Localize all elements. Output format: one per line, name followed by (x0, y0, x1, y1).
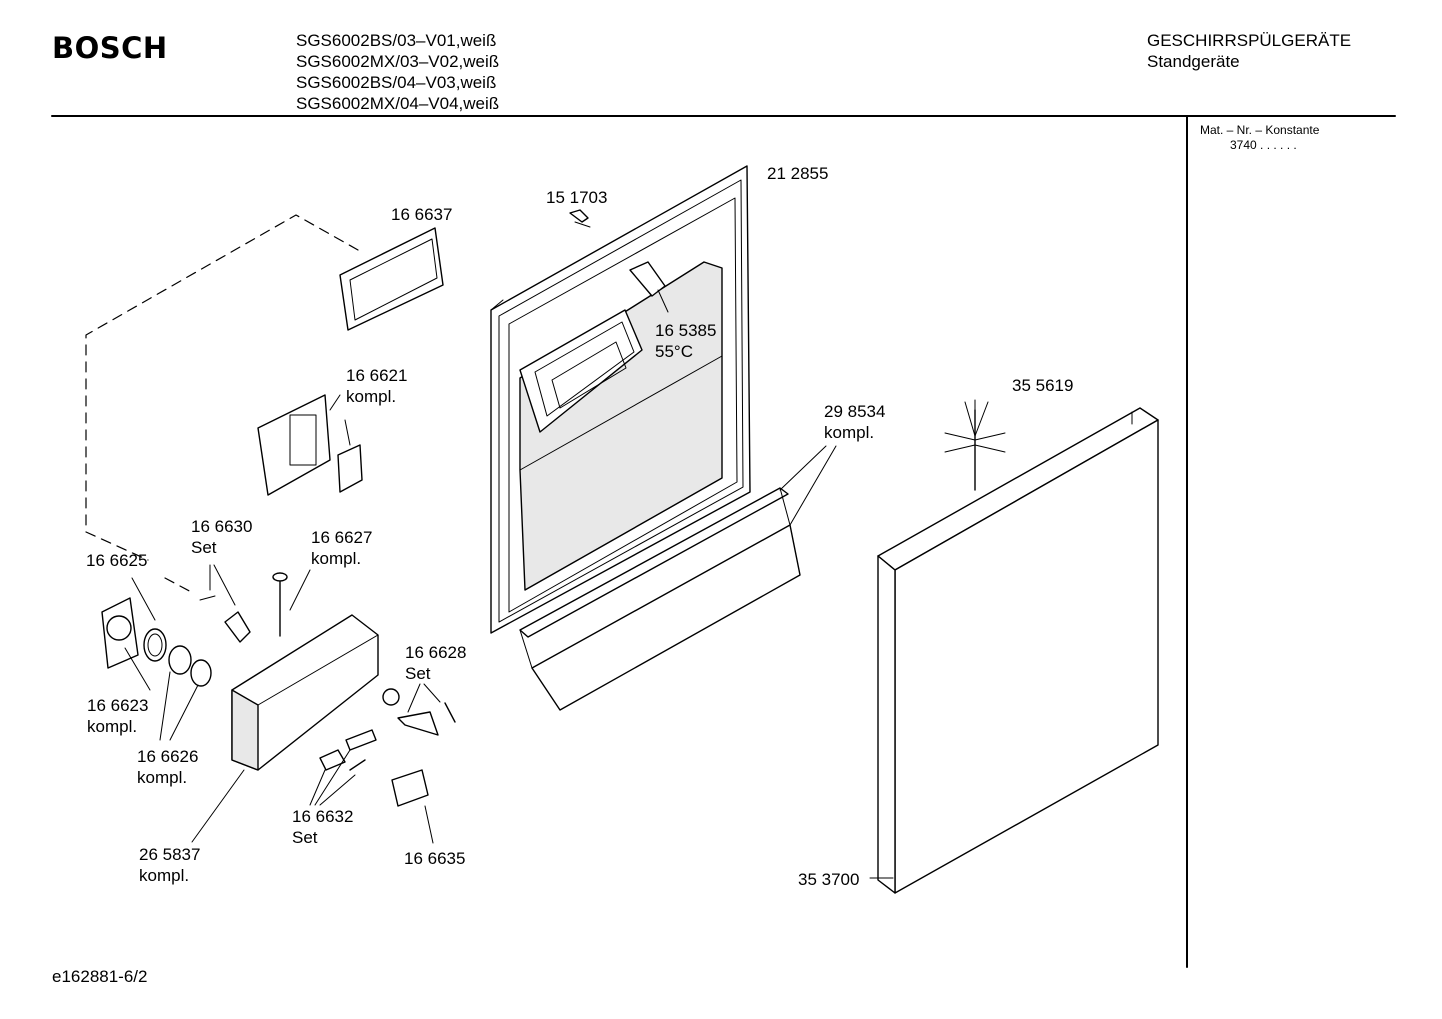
latch-set (319, 729, 377, 771)
model-line: SGS6002BS/04–V03,weiß (296, 73, 497, 92)
assembly-dashed-line-2 (164, 577, 196, 595)
outer-door-panel (877, 407, 1159, 894)
mat-nr-value: 3740 . . . . . . (1230, 138, 1297, 152)
model-line: SGS6002BS/03–V01,weiß (296, 31, 497, 50)
assembly-dashed-line (85, 214, 359, 561)
model-line: SGS6002MX/04–V04,weiß (296, 94, 500, 113)
thermostat-clip (629, 261, 669, 313)
mat-nr-label: Mat. – Nr. – Konstante (1200, 123, 1320, 137)
drawing-id: e162881-6/2 (52, 967, 148, 986)
part-label-151703: 15 1703 (546, 188, 608, 207)
seal-ring (143, 628, 167, 662)
microswitch (391, 769, 429, 807)
screw-151703 (569, 209, 591, 228)
spring-set (199, 595, 251, 643)
part-label-353700: 35 3700 (798, 870, 860, 889)
part-label-166635: 16 6635 (404, 849, 466, 868)
part-label-355619: 35 5619 (1012, 376, 1074, 395)
brand-logo: BOSCH (52, 31, 168, 65)
dispenser-housing (231, 614, 379, 771)
inner-door-panel (490, 165, 751, 634)
cable-harness (944, 399, 1006, 491)
part-label-166637: 16 6637 (391, 205, 453, 224)
rinse-aid-cover (257, 394, 363, 496)
actuator-pin (272, 572, 288, 637)
window-gasket (339, 227, 444, 331)
part-label-212855: 21 2855 (767, 164, 829, 183)
dispenser-cap (101, 597, 139, 669)
model-list: SGS6002BS/03–V01,weiß SGS6002MX/03–V02,w… (296, 30, 499, 114)
door-dispenser-frame (519, 309, 643, 433)
part-label-166625: 16 6625 (86, 551, 148, 570)
lever-set (382, 688, 456, 736)
lid-seal-set (168, 645, 212, 687)
model-line: SGS6002MX/03–V02,weiß (296, 52, 500, 71)
bottom-strip (519, 487, 801, 711)
category-line: GESCHIRRSPÜLGERÄTE (1147, 31, 1352, 50)
category-line: Standgeräte (1147, 52, 1240, 71)
category-title: GESCHIRRSPÜLGERÄTE Standgeräte (1147, 30, 1351, 72)
